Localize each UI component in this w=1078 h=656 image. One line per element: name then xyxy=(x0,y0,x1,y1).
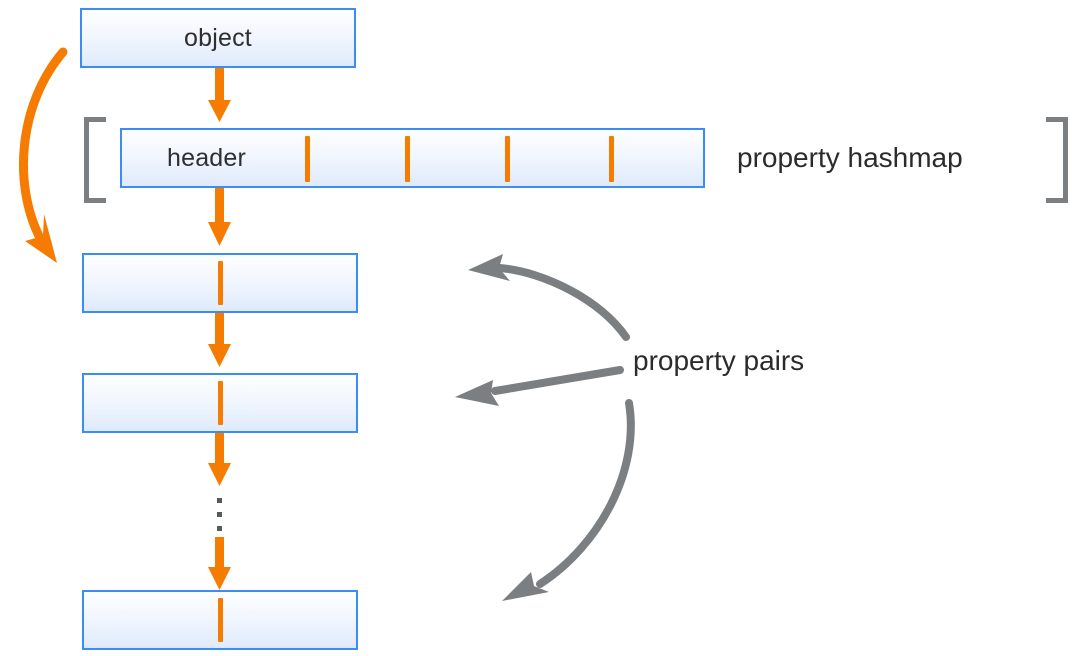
property-pair-box-1[interactable] xyxy=(82,253,358,313)
property-hashmap-label: property hashmap xyxy=(737,142,963,173)
ellipsis-dot-2 xyxy=(217,512,222,517)
hashmap-bracket-left xyxy=(84,117,106,203)
hashmap-slot-tick-2 xyxy=(405,136,410,182)
property-pair-divider xyxy=(217,381,223,425)
arrow-object-to-header xyxy=(208,68,231,122)
gray-arrow-to-pair3 xyxy=(502,399,635,601)
property-pair-divider xyxy=(217,261,223,305)
property-pair-divider xyxy=(217,598,223,642)
property-pair-box-3[interactable] xyxy=(82,590,358,650)
ellipsis-dot-3 xyxy=(217,526,222,531)
object-box[interactable]: object xyxy=(80,8,356,68)
hashmap-bracket-right xyxy=(1046,117,1068,203)
arrow-ellipsis-to-pair3 xyxy=(208,537,231,590)
hashmap-slot-tick-3 xyxy=(505,136,510,182)
hashmap-slot-tick-1 xyxy=(305,136,310,182)
ellipsis-dot-1 xyxy=(217,498,222,503)
property-pair-box-2[interactable] xyxy=(82,373,358,433)
arrow-pair1-to-pair2 xyxy=(208,313,231,367)
header-box-label: header xyxy=(167,143,247,172)
object-box-label: object xyxy=(184,23,252,52)
gray-arrow-to-pair1 xyxy=(468,254,630,341)
header-box[interactable]: header xyxy=(120,128,705,188)
arrow-header-to-pair1 xyxy=(208,188,231,246)
gray-arrow-to-pair2 xyxy=(455,366,624,406)
property-pairs-label: property pairs xyxy=(633,345,805,376)
hashmap-slot-tick-4 xyxy=(609,136,614,182)
arrow-pair2-to-ellipsis xyxy=(208,433,231,486)
orange-curve-object-to-pair1 xyxy=(18,47,68,263)
